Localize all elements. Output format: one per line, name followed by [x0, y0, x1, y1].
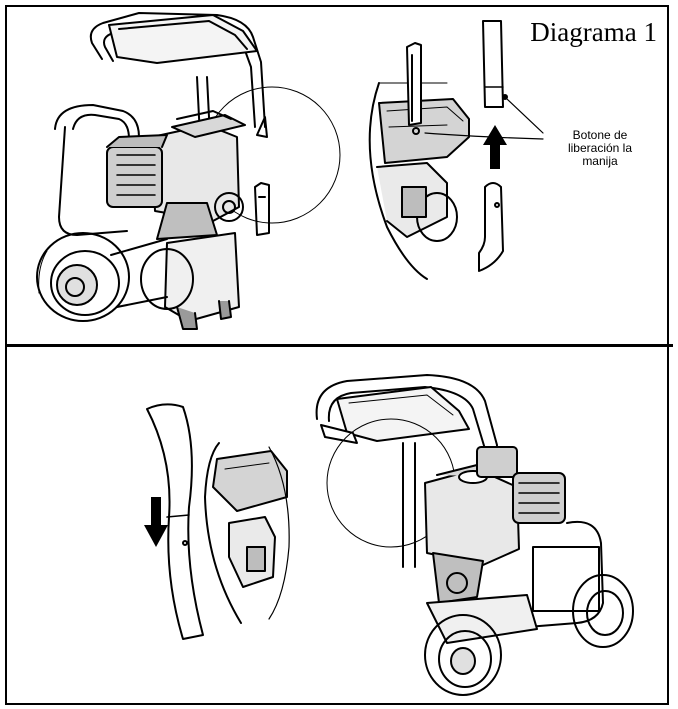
release-button-callout: Botone de liberación la manija — [545, 129, 655, 168]
diagram-frame — [5, 5, 669, 705]
callout-leader-line — [424, 132, 544, 140]
arrow-down-icon — [144, 497, 168, 547]
handle-tube-assembled — [146, 403, 204, 640]
handle-tube-upper — [482, 20, 508, 108]
diagram-title: Diagrama 1 — [530, 17, 657, 47]
step-1-illustration — [36, 12, 544, 330]
release-button-detail — [368, 42, 470, 280]
step-panel-2 — [7, 347, 669, 703]
panel-divider — [5, 344, 673, 347]
pressure-washer-unassembled — [36, 12, 341, 330]
step-panel-1: Diagrama 1 Botone de liberación la manij… — [7, 7, 669, 344]
callout-line: Botone de — [572, 128, 628, 142]
callout-leader-line — [506, 98, 544, 134]
callout-line: liberación la — [567, 141, 633, 155]
assembled-detail — [204, 442, 290, 624]
step-2-illustration — [144, 374, 634, 696]
pressure-washer-assembled — [315, 374, 634, 696]
handle-tube-lower — [478, 182, 504, 272]
callout-line: manija — [582, 154, 618, 168]
arrow-up-icon — [483, 125, 507, 169]
